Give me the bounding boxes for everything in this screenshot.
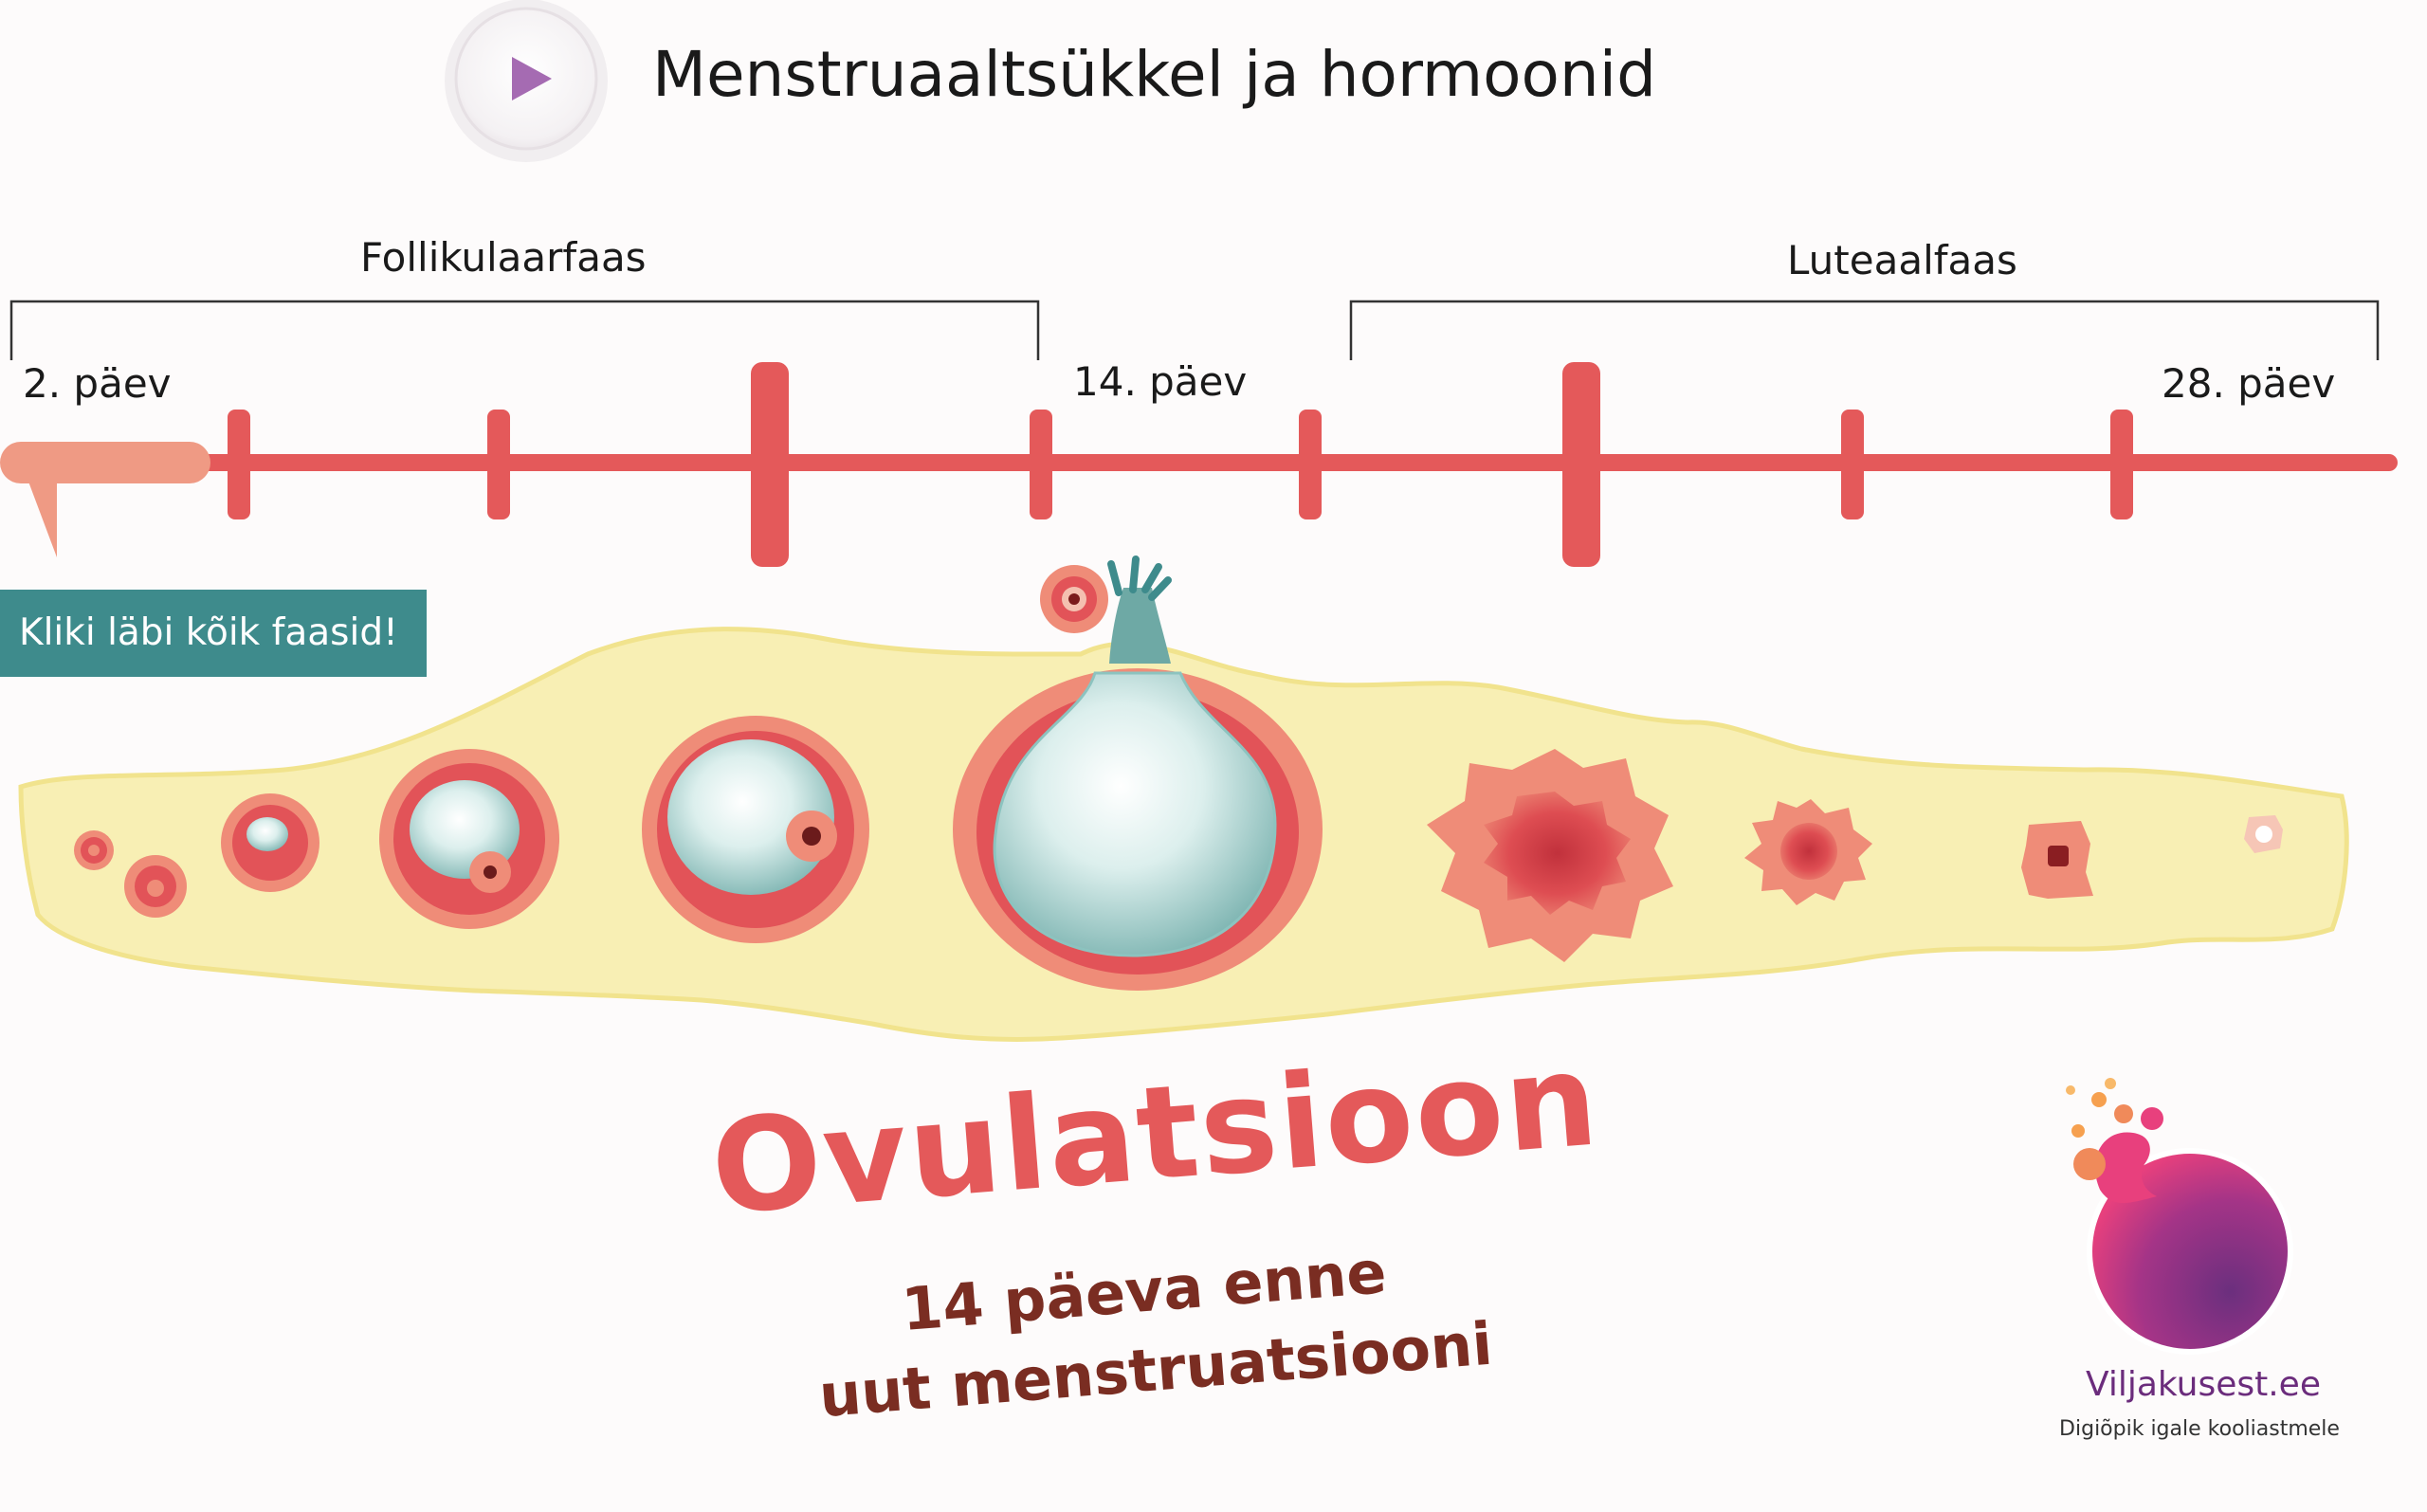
follicle-ovulating[interactable] bbox=[953, 556, 1323, 991]
logo-sphere bbox=[2087, 1148, 2293, 1355]
brand-logo bbox=[2066, 1078, 2293, 1355]
timeline-tick[interactable] bbox=[1841, 410, 1864, 519]
follicle-secondary[interactable] bbox=[221, 793, 319, 892]
follicle-antral[interactable] bbox=[642, 716, 869, 943]
logo-dot bbox=[2071, 1124, 2085, 1138]
phase-label-follicular: Follikulaarfaas bbox=[360, 234, 647, 281]
timeline-tick-major[interactable] bbox=[751, 362, 789, 567]
timeline-tick[interactable] bbox=[1030, 410, 1052, 519]
day-label-ovulation: 14. päev bbox=[1073, 358, 1248, 405]
click-through-phases-button[interactable]: Kliki läbi kõik faasid! bbox=[0, 590, 427, 677]
logo-dot bbox=[2105, 1078, 2116, 1089]
follicle-primordial[interactable] bbox=[74, 830, 114, 870]
logo-dot bbox=[2066, 1085, 2075, 1095]
brand-tagline: Digiõpik igale kooliastmele bbox=[2059, 1417, 2340, 1441]
day-label-start: 2. päev bbox=[23, 360, 172, 407]
day-label-end: 28. päev bbox=[2162, 360, 2336, 407]
timeline-tick[interactable] bbox=[228, 410, 250, 519]
luteal-phase-bracket bbox=[1349, 300, 2380, 360]
follicle-early-antral[interactable] bbox=[379, 749, 559, 929]
corpus-albicans-faded[interactable] bbox=[2244, 815, 2283, 853]
play-icon bbox=[512, 57, 552, 100]
released-egg[interactable] bbox=[1040, 565, 1108, 633]
follicular-phase-bracket bbox=[9, 300, 1040, 360]
corpus-luteum-medium[interactable] bbox=[1744, 799, 1872, 905]
timeline-tick[interactable] bbox=[2110, 410, 2133, 519]
timeline-tick-major[interactable] bbox=[1562, 362, 1600, 567]
brand-name[interactable]: Viljakusest.ee bbox=[2086, 1365, 2321, 1404]
follicle-primary[interactable] bbox=[124, 855, 187, 918]
phase-label-luteal: Luteaalfaas bbox=[1787, 237, 2017, 283]
corpus-albicans[interactable] bbox=[2021, 821, 2093, 899]
timeline-tick[interactable] bbox=[487, 410, 510, 519]
logo-dot bbox=[2091, 1092, 2107, 1107]
timeline-tick[interactable] bbox=[1299, 410, 1322, 519]
logo-dot bbox=[2114, 1104, 2133, 1123]
play-button[interactable] bbox=[445, 0, 608, 162]
logo-sperm-tail bbox=[2094, 1132, 2157, 1204]
logo-dot bbox=[2073, 1148, 2106, 1180]
logo-dot bbox=[2141, 1107, 2163, 1130]
page-title: Menstruaaltsükkel ja hormoonid bbox=[652, 38, 1656, 111]
speech-pointer-icon bbox=[28, 482, 57, 557]
timeline-progress bbox=[0, 442, 210, 483]
fimbriae bbox=[1107, 556, 1172, 601]
corpus-luteum-large[interactable] bbox=[1427, 749, 1673, 962]
cycle-timeline bbox=[0, 362, 2398, 567]
